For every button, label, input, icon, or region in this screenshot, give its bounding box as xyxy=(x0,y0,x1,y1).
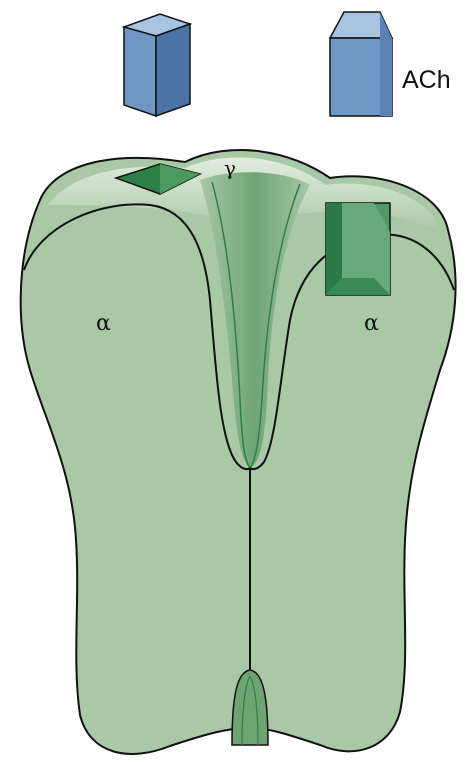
alpha-subunit-right-label: α xyxy=(364,311,379,336)
binding-pocket-icon xyxy=(326,203,390,295)
cube-icon xyxy=(124,14,190,116)
gamma-subunit-label: γ xyxy=(224,156,236,180)
cube-icon xyxy=(330,12,392,116)
ach-label: ACh xyxy=(402,66,451,94)
alpha-subunit-left-label: α xyxy=(96,311,111,336)
